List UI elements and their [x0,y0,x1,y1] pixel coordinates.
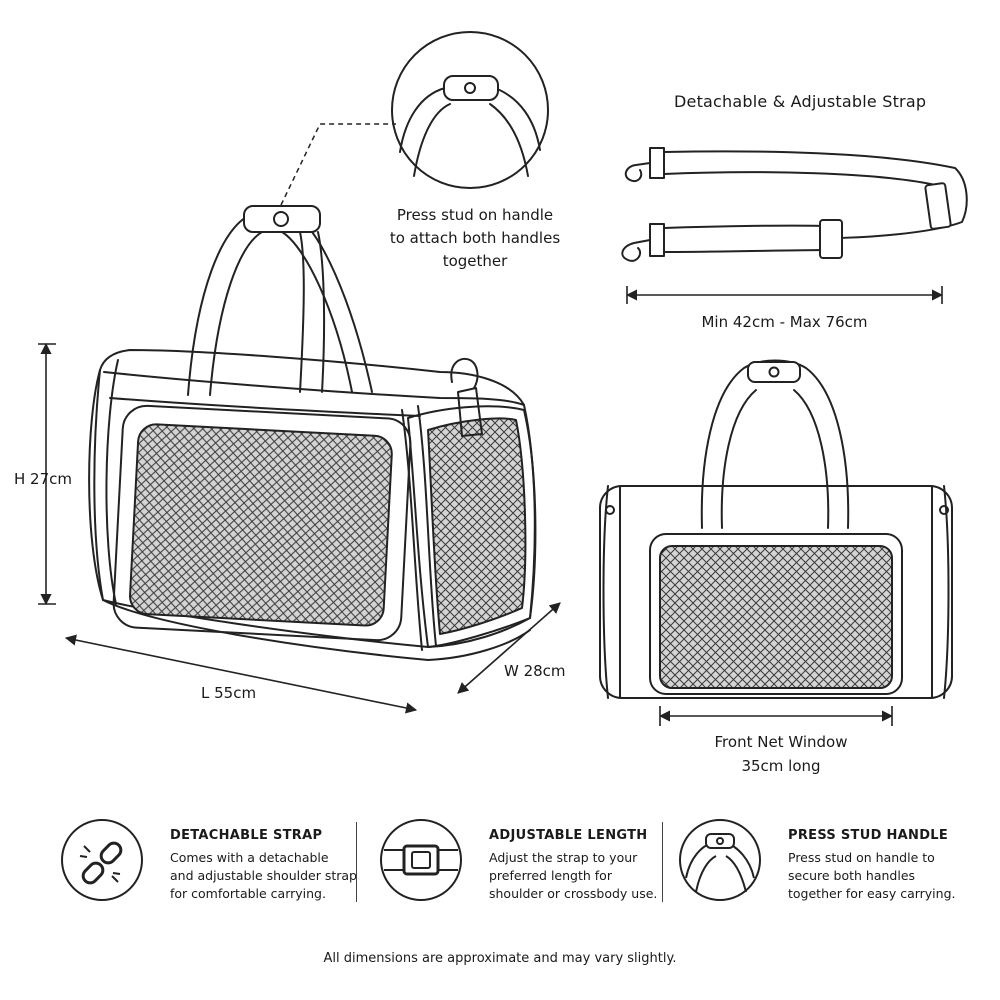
width-label: W 28cm [504,662,566,680]
feature-divider [662,822,663,902]
width-dimension-line [457,602,561,694]
feature-title: ADJUSTABLE LENGTH [489,828,648,843]
feature-text: together for easy carrying. [788,886,956,901]
front-window-label-line: 35cm long [741,757,821,775]
main-bag-illustration [88,205,537,661]
press-stud-callout-line: Press stud on handle [396,206,554,224]
feature-title: PRESS STUD HANDLE [788,828,949,843]
feature-text: and adjustable shoulder strap [170,868,357,883]
strap-title: Detachable & Adjustable Strap [674,92,927,111]
detail-leader-line [280,123,396,206]
front-window-label: Front Net Window 35cm long [660,730,902,778]
press-stud-callout-line: together [442,252,508,270]
press-stud-callout-line: to attach both handles [389,229,561,247]
length-label: L 55cm [201,684,257,702]
feature-text: Adjust the strap to your [489,850,638,865]
strap-buckle-icon [380,819,462,901]
press-stud-handle-icon [679,819,761,901]
feature-text: for comfortable carrying. [170,886,326,901]
length-dimension-line [64,634,418,714]
feature-title: DETACHABLE STRAP [170,828,323,843]
feature-text: shoulder or crossbody use. [489,886,658,901]
strap-range-label: Min 42cm - Max 76cm [701,313,868,331]
footnote: All dimensions are approximate and may v… [323,951,677,966]
feature-text: Comes with a detachable [170,850,329,865]
front-window-label-line: Front Net Window [714,733,848,751]
feature-text: preferred length for [489,868,612,883]
front-view-bag-illustration [599,359,953,699]
broken-link-icon [61,819,143,901]
feature-text: secure both handles [788,868,916,883]
height-label: H 27cm [14,470,72,488]
press-stud-detail-illustration [391,31,549,189]
press-stud-callout: Press stud on handle to attach both hand… [370,204,580,273]
feature-text: Press stud on handle to [788,850,935,865]
strap-illustration [621,147,968,262]
feature-divider [356,822,357,902]
